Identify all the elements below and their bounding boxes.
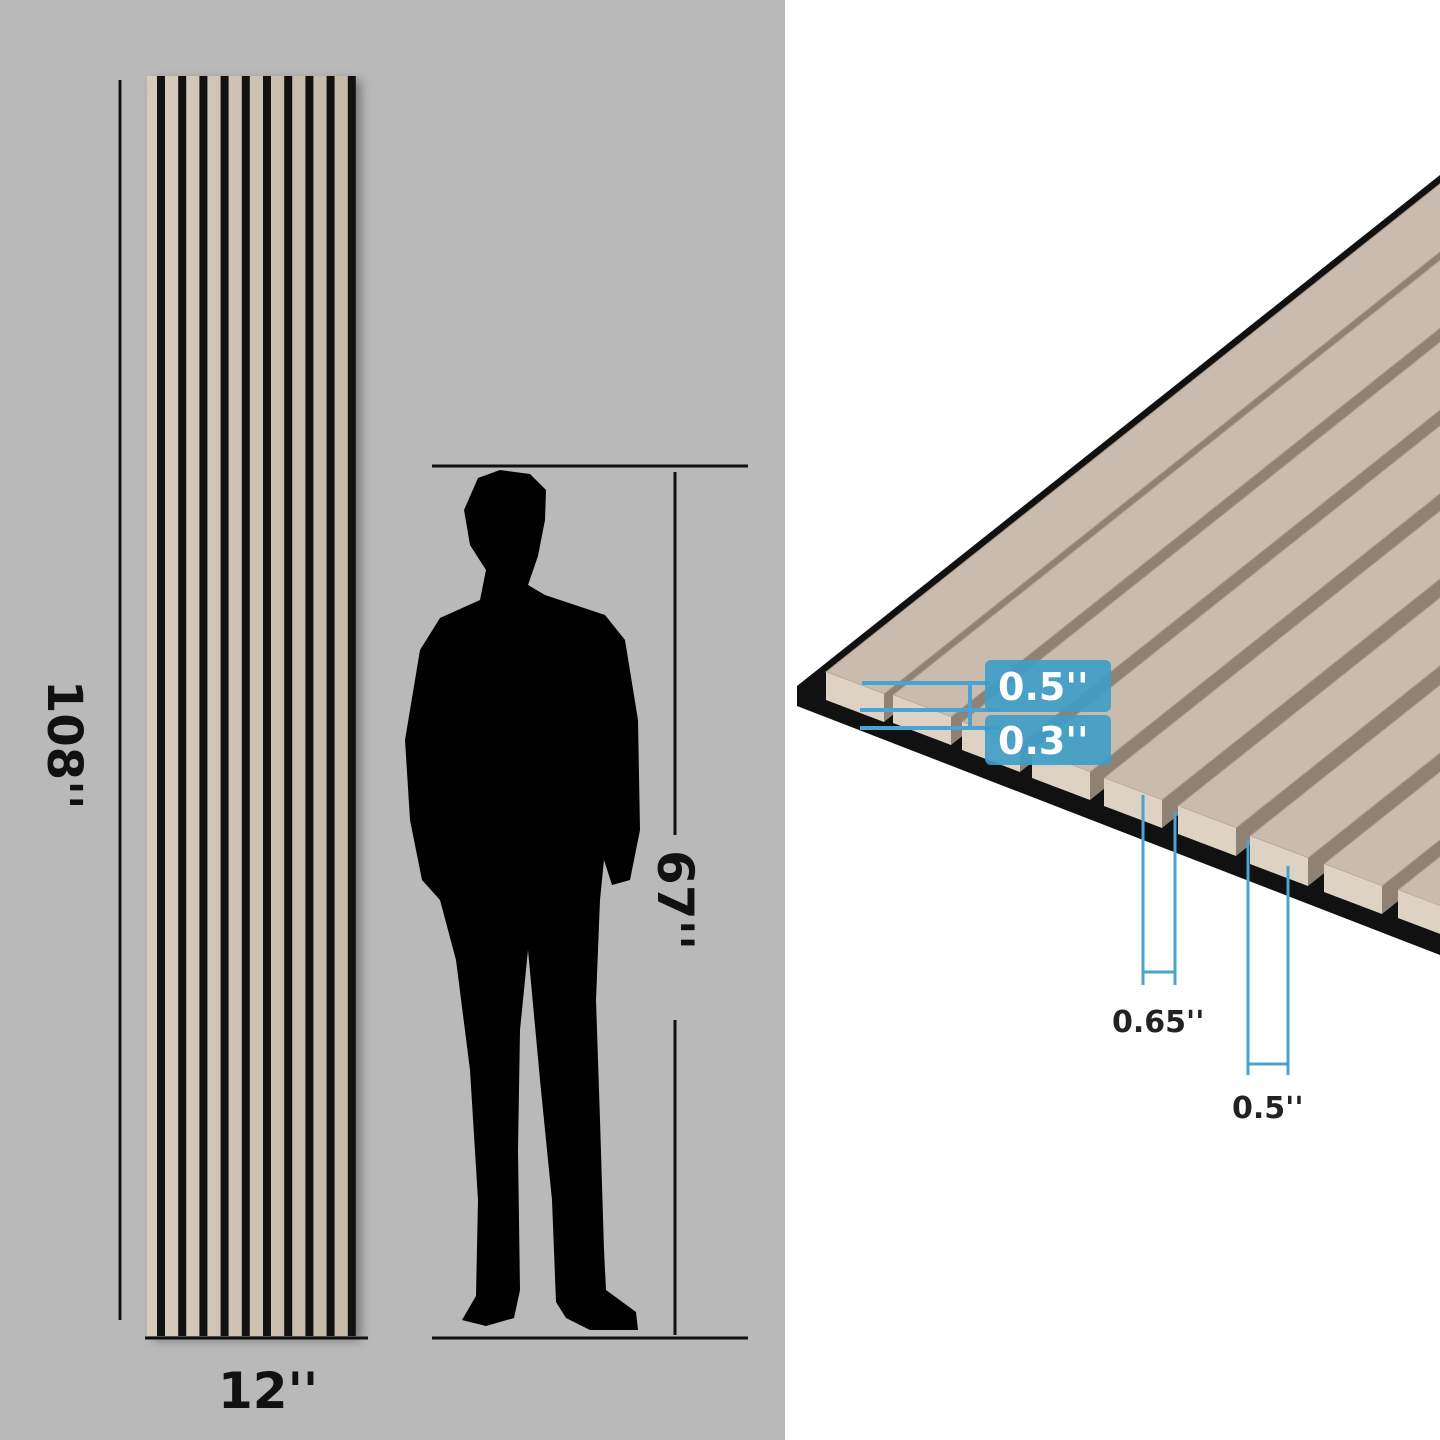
panel-slot — [178, 76, 187, 1336]
slat-panel-perspective-view — [797, 175, 1440, 955]
backing-thickness-label: 0.3'' — [998, 719, 1089, 763]
panel-slot — [220, 76, 229, 1336]
wood-slat — [1397, 856, 1440, 934]
slat-width-dimension: 0.5'' — [1232, 840, 1304, 1126]
backing-thickness-badge: 0.3'' — [985, 715, 1111, 765]
panel-width-label: 12'' — [218, 1362, 318, 1420]
panel-slot — [199, 76, 208, 1336]
panel-slot — [347, 76, 356, 1336]
panel-slot — [157, 76, 165, 1336]
panel-slot — [263, 76, 271, 1336]
person-silhouette — [405, 470, 640, 1330]
person-height-dimension: 67'' — [432, 464, 748, 1340]
thickness-dimensions — [860, 681, 1000, 730]
slat-width-label: 0.5'' — [1232, 1091, 1304, 1126]
panel-slot — [305, 76, 314, 1336]
slat-height-label: 0.5'' — [998, 665, 1089, 709]
panel-height-label: 108'' — [36, 680, 92, 810]
left-background — [0, 0, 785, 1440]
panel-slot — [284, 76, 293, 1336]
panel-width-dimension: 12'' — [145, 1336, 368, 1420]
person-height-label: 67'' — [646, 850, 704, 950]
slat-height-badge: 0.5'' — [985, 660, 1111, 712]
slat-panel-front-view — [147, 76, 356, 1336]
gap-width-label: 0.65'' — [1112, 1005, 1204, 1040]
panel-slot — [326, 76, 335, 1336]
panel-height-dimension: 108'' — [36, 80, 122, 1320]
panel-slot — [241, 76, 250, 1336]
wood-slat — [1323, 771, 1440, 914]
gap-width-dimension: 0.65'' — [1112, 795, 1204, 1040]
